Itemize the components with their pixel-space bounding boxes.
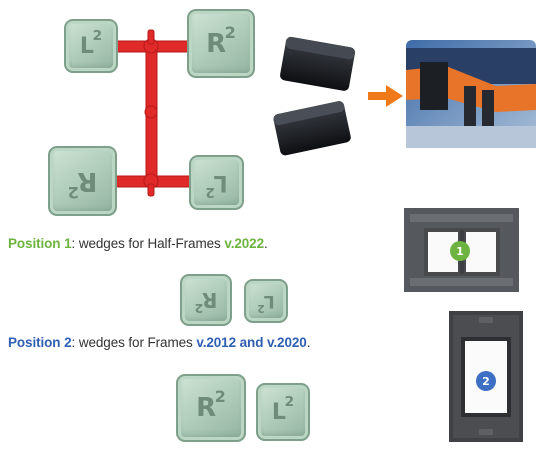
- wedge-letter: L: [213, 170, 228, 195]
- position2-badge: 2: [476, 371, 496, 391]
- position1-badge: 1: [450, 241, 470, 261]
- closeup-photo: [406, 40, 536, 148]
- frame-photo: 2: [449, 311, 523, 442]
- wedge-letter: L: [271, 399, 286, 425]
- position2-label: Position 2: [8, 335, 72, 350]
- wedge-letter: R: [202, 288, 218, 312]
- half-frame-photo: 1: [404, 208, 519, 292]
- wedge-letter: L: [263, 291, 275, 311]
- position1-text: : wedges for Half-Frames: [71, 236, 225, 251]
- wedge-letter: R: [206, 28, 227, 59]
- half-frame-drawing: [404, 208, 519, 292]
- position2-version: v.2012 and v.2020: [196, 335, 307, 350]
- position1-version: v.2022: [224, 236, 265, 251]
- frame-drawing: [449, 311, 523, 442]
- position2-end: .: [306, 335, 311, 350]
- position2-text: : wedges for Frames: [71, 335, 197, 350]
- position2-caption: Position 2: wedges for Frames v.2012 and…: [8, 335, 310, 350]
- wedge-number: 2: [257, 302, 265, 315]
- arrow-right-icon: [368, 85, 403, 107]
- wedge-number: 2: [92, 28, 103, 45]
- wedge-letter: R: [196, 393, 217, 423]
- position1-caption: Position 1: wedges for Half-Frames v.202…: [8, 236, 268, 251]
- wedge-number: 2: [194, 301, 204, 317]
- black-wedges-photo: [273, 36, 356, 156]
- wedge-letter: R: [77, 166, 98, 196]
- wedge-number: 2: [214, 387, 226, 407]
- wedge-letter: L: [79, 33, 94, 59]
- wedge-number: 2: [224, 22, 236, 42]
- position1-end: .: [264, 236, 268, 251]
- wedge-number: 2: [205, 184, 215, 201]
- wedge-number: 2: [67, 182, 79, 202]
- wedge-number: 2: [284, 394, 295, 411]
- position1-label: Position 1: [8, 236, 72, 251]
